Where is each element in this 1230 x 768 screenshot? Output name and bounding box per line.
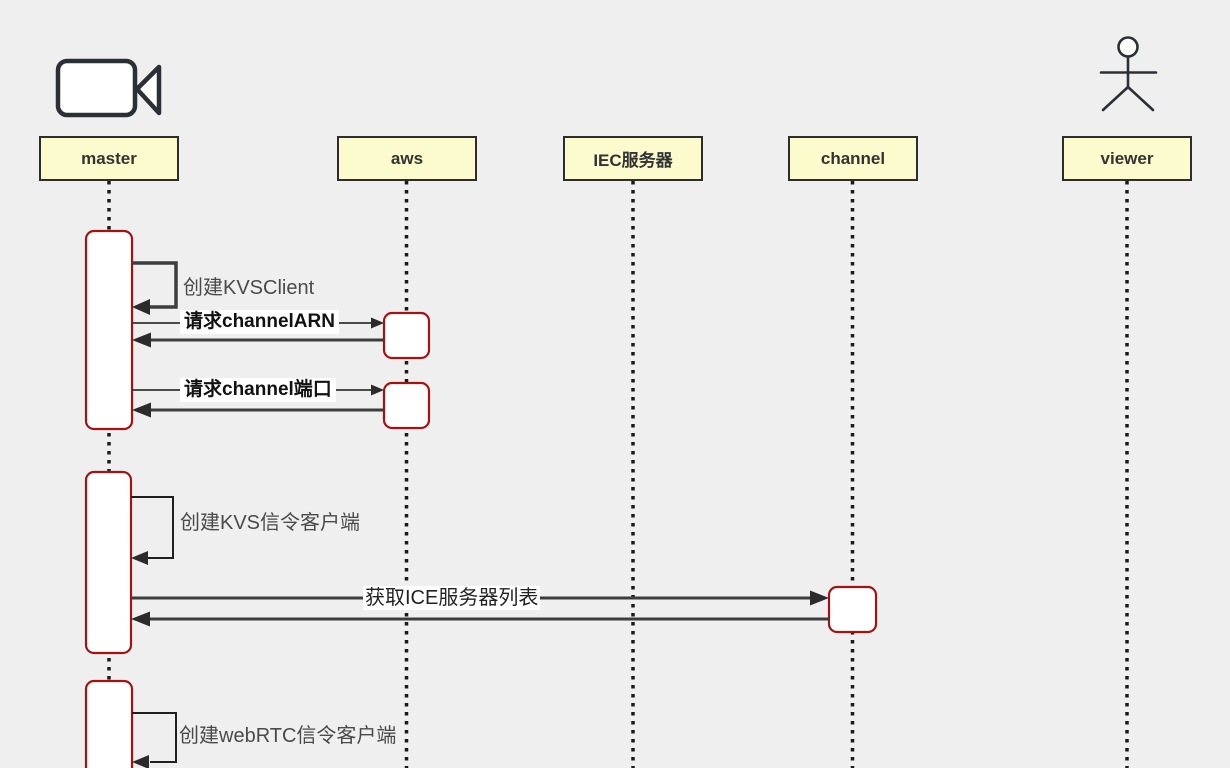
return-ice-server-list-arrow: [131, 611, 829, 627]
participant-aws: aws: [337, 136, 477, 181]
self-message-create-kvs-signaling-client-arrow: [131, 496, 174, 565]
participant-aws-label: aws: [390, 148, 424, 168]
self-message-create-webrtc-signaling-client-arrow: [132, 712, 177, 768]
activation-aws-2: [382, 381, 431, 430]
participant-master-label: master: [81, 148, 137, 168]
message-label-request-channelarn: 请求channelARN: [180, 310, 339, 334]
participant-master: master: [39, 136, 179, 181]
actor-icon: [1099, 36, 1158, 112]
message-label-create-kvsclient: 创建KVSClient: [183, 277, 315, 299]
video-camera-icon: [55, 58, 162, 118]
return-channel-port-arrow: [132, 402, 384, 418]
self-message-create-kvsclient-arrow: [132, 261, 178, 315]
participant-channel: channel: [788, 136, 918, 181]
participant-channel-label: channel: [820, 148, 886, 168]
participant-iec-server-label: IEC服务器: [593, 151, 673, 170]
activation-master-3: [84, 679, 134, 768]
activation-aws-1: [382, 311, 431, 360]
return-channelarn-arrow: [132, 332, 384, 348]
activation-master-1: [84, 229, 134, 431]
message-label-create-webrtc-signaling-client: 创建webRTC信令客户端: [179, 725, 397, 747]
participant-viewer-label: viewer: [1100, 148, 1154, 168]
activation-channel-1: [827, 585, 878, 634]
message-label-get-ice-server-list: 获取ICE服务器列表: [363, 586, 541, 610]
participant-viewer: viewer: [1062, 136, 1192, 181]
activation-master-2: [84, 470, 133, 655]
message-label-request-channel-port: 请求channel端口: [180, 378, 336, 402]
message-label-create-kvs-signaling-client: 创建KVS信令客户端: [180, 512, 361, 534]
participant-iec-server: IEC服务器: [563, 136, 703, 181]
